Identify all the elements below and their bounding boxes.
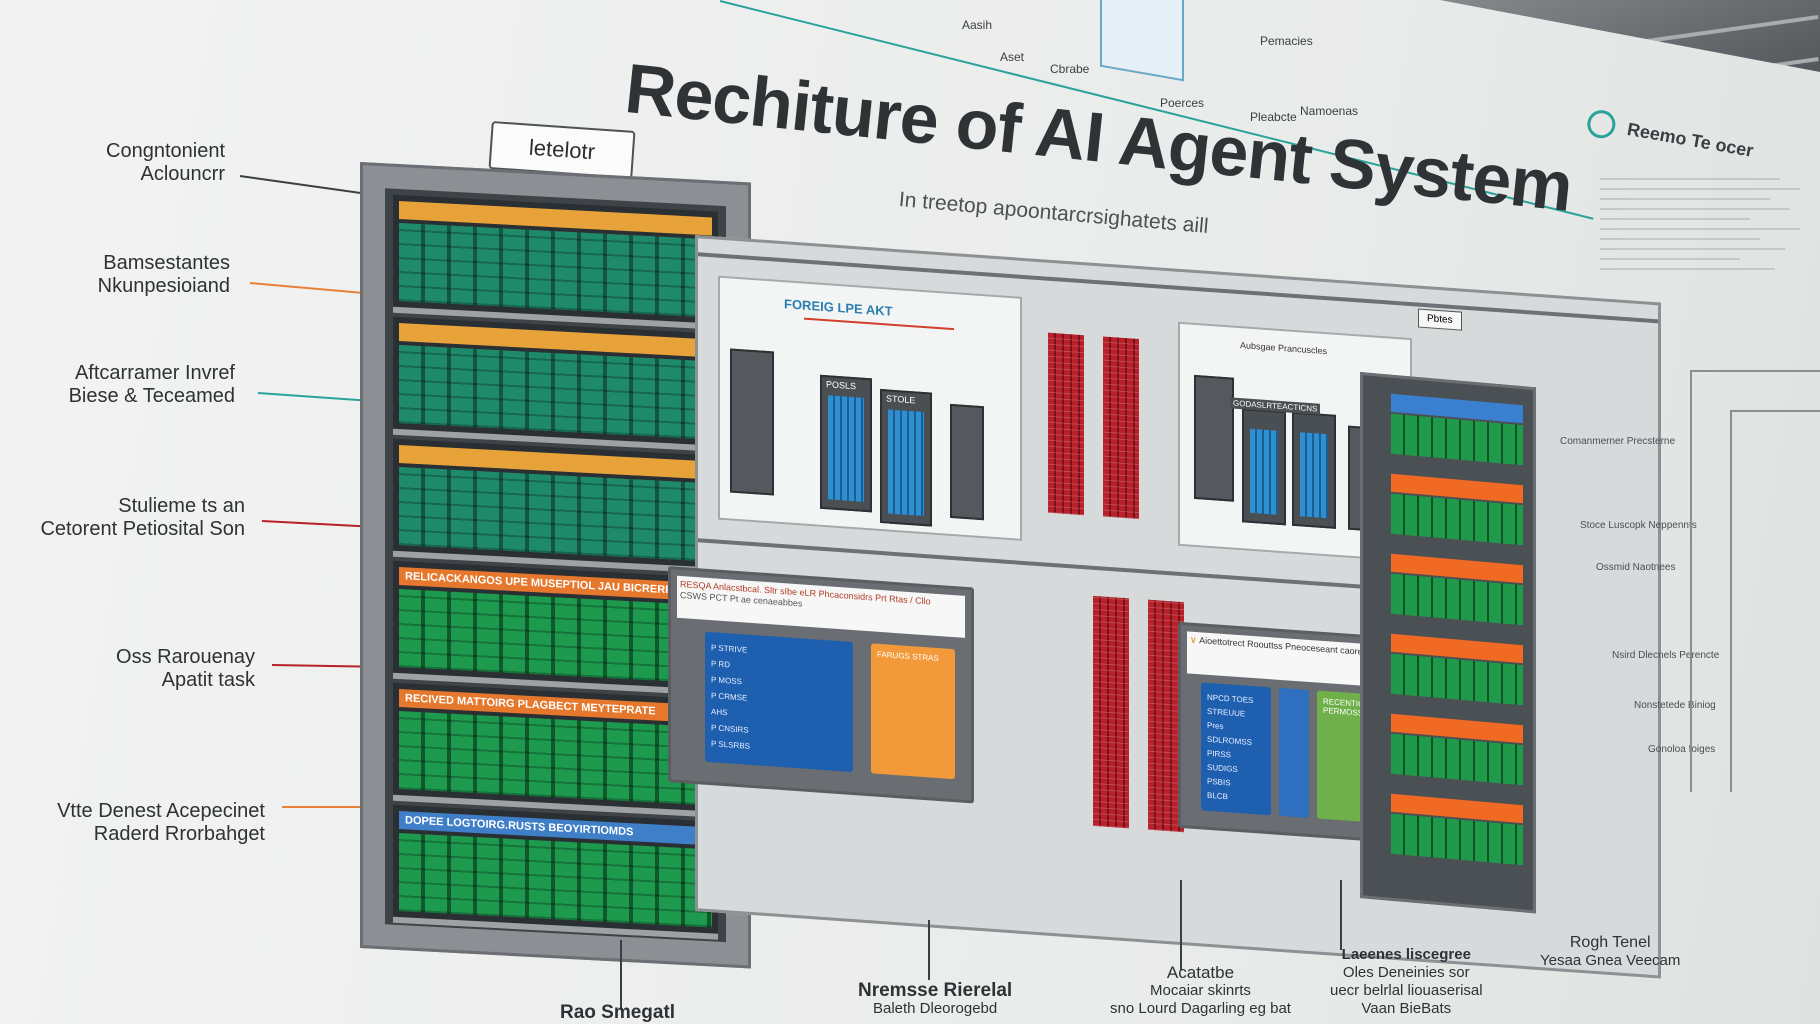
leader-line-2 xyxy=(249,282,370,295)
section-a-label: FOREIG LPE AKT xyxy=(784,296,893,319)
section-a-red-line xyxy=(804,317,954,331)
bottom-leader-1 xyxy=(620,940,622,1010)
red-storage-column-1 xyxy=(1048,332,1084,516)
leader-line-6 xyxy=(282,806,400,808)
server-cells xyxy=(399,467,712,562)
server-cells xyxy=(399,345,712,440)
right-label-1: Comanmerner Precsterne xyxy=(1560,436,1676,447)
top-label-6: Pemacies xyxy=(1260,34,1313,48)
server-cells xyxy=(399,223,712,318)
bottom-leader-3 xyxy=(1180,880,1182,970)
top-label-3: Cbrabe xyxy=(1050,62,1090,76)
top-diagram: Aasih Aset Cbrabe Poerces Pleabcte Pemac… xyxy=(940,0,1360,130)
box-label: Pbtes xyxy=(1418,308,1462,331)
page-subtitle: In treetop apoontarcrsighatets aill xyxy=(897,188,1210,238)
right-outline-diagram-inner xyxy=(1730,410,1820,792)
chevron-down-icon: ∨ xyxy=(1190,634,1200,646)
top-label-7: Namoenas xyxy=(1300,104,1359,118)
bottom-label-1: Rao Smegatl xyxy=(560,1002,676,1023)
rack-shelf: DOPEE LOGTOIRG.RUSTS BEOYIRTIOMDS xyxy=(393,804,718,940)
logo-text: Reemo Te ocer xyxy=(1625,118,1756,161)
gpu-a-label: POSLS xyxy=(826,379,857,392)
server-rack-left: RELICACKANGOS UPE MUSEPTIOL JAU BICRERRE… xyxy=(360,162,751,969)
ui-mockup-left: RESQA Anlacstbcal. Sltr sIbe eLR Phcacon… xyxy=(668,566,974,804)
server-cells xyxy=(399,711,712,806)
right-label-3: Ossmid Naotnees xyxy=(1596,562,1676,573)
red-storage-column-3 xyxy=(1093,595,1129,829)
ui-left-header: RESQA Anlacstbcal. Sltr sIbe eLR Phcacon… xyxy=(677,575,965,638)
gpu-blue-fins xyxy=(1300,432,1328,519)
ui-right-card-blue-narrow xyxy=(1279,687,1309,818)
server-cells xyxy=(399,589,712,684)
gpu-blue-fins xyxy=(828,395,864,502)
rack-row xyxy=(1391,553,1523,626)
top-label-2: Aset xyxy=(1000,50,1025,64)
rack-row xyxy=(1391,713,1523,786)
right-label-4: Nsird Dlecnels Perencte xyxy=(1612,650,1720,661)
top-component-box xyxy=(1100,0,1184,82)
server-module-b1 xyxy=(1194,374,1234,502)
gpu-module-c xyxy=(1242,408,1286,526)
right-text-block xyxy=(1600,170,1820,278)
gpu-module-d xyxy=(1292,411,1336,529)
server-module-right xyxy=(950,403,984,521)
section-a-panel: FOREIG LPE AKT POSLS STOLE 6613 xyxy=(718,275,1022,541)
right-outline-diagram xyxy=(1690,370,1820,792)
top-label-5: Pleabcte xyxy=(1250,110,1297,124)
bottom-leader-4 xyxy=(1340,880,1342,950)
ui-left-card-orange: FARUGS STRAS xyxy=(871,643,955,780)
top-label-1: Aasih xyxy=(962,18,993,32)
rack-interior: RELICACKANGOS UPE MUSEPTIOL JAU BICRERRE… xyxy=(385,188,726,943)
rack-row xyxy=(1391,633,1523,706)
server-rack-right xyxy=(1360,372,1536,914)
rack-row xyxy=(1391,473,1523,546)
gpu-blue-fins xyxy=(888,409,924,517)
gpu-blue-fins xyxy=(1250,428,1278,515)
top-label-4: Poerces xyxy=(1160,96,1205,110)
rack-row xyxy=(1391,793,1523,866)
right-label-2: Stoce Luscopk Neppennts xyxy=(1580,520,1697,531)
right-label-6: Gonoloa foiges xyxy=(1648,744,1716,755)
red-storage-column-2 xyxy=(1103,336,1139,520)
top-right-logo: Reemo Te ocer xyxy=(1585,108,1755,165)
gpu-module-b: STOLE xyxy=(880,388,932,527)
server-cells xyxy=(399,833,712,928)
rack-shelf xyxy=(393,316,718,452)
right-label-5: Nonstetede Biniog xyxy=(1634,700,1716,711)
rack-shelf xyxy=(393,438,718,574)
rack-row xyxy=(1391,393,1523,466)
bottom-leader-2 xyxy=(928,920,930,980)
rack-shelf xyxy=(393,194,718,330)
gpu-module-a: POSLS xyxy=(820,374,872,513)
leader-line-3 xyxy=(257,392,376,403)
gpu-b-label: STOLE xyxy=(886,393,916,406)
section-b-label: Aubsgae Prancuscles xyxy=(1240,340,1328,357)
server-module-left xyxy=(730,348,774,496)
logo-circle-icon xyxy=(1585,108,1618,141)
